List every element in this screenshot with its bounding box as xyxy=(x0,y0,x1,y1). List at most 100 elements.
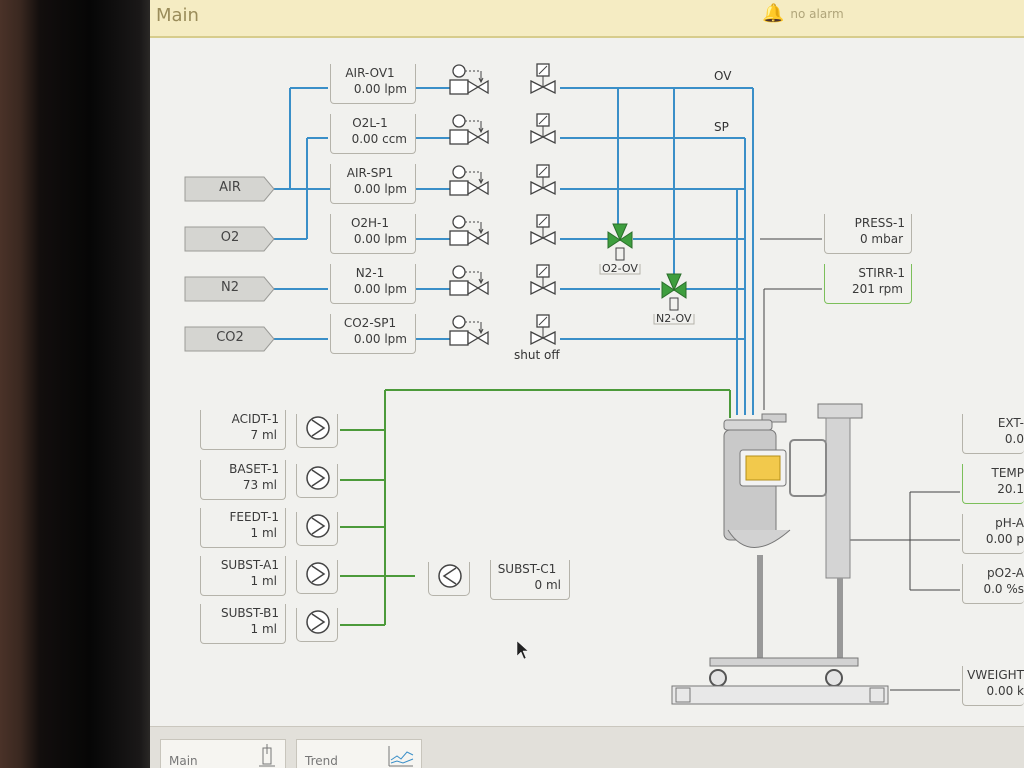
mfc-icon xyxy=(449,315,489,346)
readout-stirr-1[interactable]: STIRR-1 201 rpm xyxy=(824,264,912,304)
nav-trend-button[interactable]: Trend xyxy=(296,739,422,768)
pump-readout-subst-c1[interactable]: SUBST-C1 0 ml xyxy=(490,560,570,600)
bioreactor-vessel xyxy=(671,403,889,705)
alarm-status[interactable]: 🔔 no alarm xyxy=(762,5,844,23)
pump-readout-baset-1[interactable]: BASET-1 73 ml xyxy=(200,460,286,500)
flow-controller-o2h-1[interactable]: O2H-1 0.00 lpm xyxy=(330,214,416,254)
flow-controller-n2-1[interactable]: N2-1 0.00 lpm xyxy=(330,264,416,304)
mass-flow-controller-3[interactable] xyxy=(448,163,492,203)
flow-name: AIR-SP1 xyxy=(346,166,394,180)
sensor-lines xyxy=(760,238,960,691)
pump-button-subst-c1[interactable] xyxy=(428,562,470,596)
flow-name: O2H-1 xyxy=(350,216,390,230)
trend-chart-icon xyxy=(388,746,414,767)
mass-flow-controller-2[interactable] xyxy=(448,112,492,152)
top-bar: Main 🔔 no alarm xyxy=(150,0,1024,38)
readout-value: 0.00 k xyxy=(986,684,1024,698)
mouse-cursor-icon xyxy=(516,640,529,660)
mfc-icon xyxy=(449,114,489,145)
flow-value: 0.00 lpm xyxy=(353,282,407,296)
mfc-icon xyxy=(449,215,489,246)
gas-label-air: AIR xyxy=(219,180,241,195)
mfc-icon xyxy=(449,64,489,95)
gas-input-o2[interactable]: O2 xyxy=(184,226,276,252)
mass-flow-controller-5[interactable] xyxy=(448,263,492,303)
solenoid-valve-icon xyxy=(530,314,556,346)
stirr-name: STIRR-1 xyxy=(858,266,905,280)
shutoff-valve-6[interactable] xyxy=(528,313,558,353)
n2-ov-valve[interactable]: N2-OV xyxy=(652,272,696,326)
mfc-icon xyxy=(449,265,489,296)
readout-vweight[interactable]: VWEIGHT 0.00 k xyxy=(962,666,1024,706)
shutoff-valve-2[interactable] xyxy=(528,112,558,152)
readout-ph[interactable]: pH-A 0.00 p xyxy=(962,514,1024,554)
pump-name: BASET-1 xyxy=(229,462,279,476)
pump-icon xyxy=(306,466,330,490)
gas-label-o2: O2 xyxy=(220,230,240,245)
readout-name: VWEIGHT xyxy=(967,668,1024,682)
process-diagram xyxy=(274,87,960,705)
liquid-lines xyxy=(340,389,731,626)
pump-value: 1 ml xyxy=(250,526,277,540)
pump-button-baset-1[interactable] xyxy=(296,464,338,498)
readout-po2[interactable]: pO2-A 0.0 %s xyxy=(962,564,1024,604)
o2-ov-label: O2-OV xyxy=(602,262,638,275)
readout-value: 0.0 %s xyxy=(983,582,1024,596)
pump-name: ACIDT-1 xyxy=(231,412,279,426)
readout-name: EXT- xyxy=(997,416,1024,430)
three-way-valve-icon xyxy=(653,273,695,325)
pump-button-acidt-1[interactable] xyxy=(296,414,338,448)
readout-temp[interactable]: TEMP 20.1 xyxy=(962,464,1024,504)
o2-ov-valve[interactable]: O2-OV xyxy=(598,222,642,276)
flow-controller-air-sp1[interactable]: AIR-SP1 0.00 lpm xyxy=(330,164,416,204)
pump-button-feedt-1[interactable] xyxy=(296,512,338,546)
gas-input-co2[interactable]: CO2 xyxy=(184,326,276,352)
pump-button-subst-a1[interactable] xyxy=(296,560,338,594)
readout-name: pH-A xyxy=(995,516,1024,530)
line-label-sp: SP xyxy=(714,120,729,134)
pump-value: 0 ml xyxy=(534,578,561,592)
pump-readout-subst-b1[interactable]: SUBST-B1 1 ml xyxy=(200,604,286,644)
mass-flow-controller-1[interactable] xyxy=(448,62,492,102)
nav-main-button[interactable]: Main xyxy=(160,739,286,768)
flow-value: 0.00 lpm xyxy=(353,82,407,96)
pump-icon xyxy=(306,416,330,440)
pump-value: 1 ml xyxy=(250,574,277,588)
readout-press-1[interactable]: PRESS-1 0 mbar xyxy=(824,214,912,254)
gas-input-n2[interactable]: N2 xyxy=(184,276,276,302)
shut-off-label: shut off xyxy=(514,348,560,362)
pump-readout-feedt-1[interactable]: FEEDT-1 1 ml xyxy=(200,508,286,548)
flow-controller-air-ov1[interactable]: AIR-OV1 0.00 lpm xyxy=(330,64,416,104)
flow-controller-o2l-1[interactable]: O2L-1 0.00 ccm xyxy=(330,114,416,154)
flow-name: CO2-SP1 xyxy=(343,316,397,330)
pump-icon xyxy=(306,610,330,634)
pump-value: 7 ml xyxy=(250,428,277,442)
gas-lines xyxy=(274,87,754,415)
readout-name: pO2-A xyxy=(987,566,1024,580)
pump-name: SUBST-A1 xyxy=(220,558,279,572)
pump-name: SUBST-C1 xyxy=(497,562,557,576)
pump-readout-subst-a1[interactable]: SUBST-A1 1 ml xyxy=(200,556,286,596)
alarm-text: no alarm xyxy=(790,7,844,21)
pump-button-subst-b1[interactable] xyxy=(296,608,338,642)
pump-icon xyxy=(306,514,330,538)
mass-flow-controller-6[interactable] xyxy=(448,313,492,353)
solenoid-valve-icon xyxy=(530,164,556,196)
flow-name: AIR-OV1 xyxy=(345,66,395,80)
reactor-icon xyxy=(259,744,275,767)
page-title: Main xyxy=(156,5,199,26)
shutoff-valve-4[interactable] xyxy=(528,213,558,253)
gas-input-air[interactable]: AIR xyxy=(184,176,276,202)
bell-icon: 🔔 xyxy=(762,3,785,24)
mass-flow-controller-4[interactable] xyxy=(448,213,492,253)
shutoff-valve-3[interactable] xyxy=(528,163,558,203)
shutoff-valve-1[interactable] xyxy=(528,62,558,102)
pump-name: SUBST-B1 xyxy=(220,606,279,620)
flow-controller-co2-sp1[interactable]: CO2-SP1 0.00 lpm xyxy=(330,314,416,354)
press-name: PRESS-1 xyxy=(854,216,905,230)
readout-ext[interactable]: EXT- 0.0 xyxy=(962,414,1024,454)
shutoff-valve-5[interactable] xyxy=(528,263,558,303)
nav-main-label: Main xyxy=(169,754,198,768)
gas-label-co2: CO2 xyxy=(216,330,244,345)
pump-readout-acidt-1[interactable]: ACIDT-1 7 ml xyxy=(200,410,286,450)
